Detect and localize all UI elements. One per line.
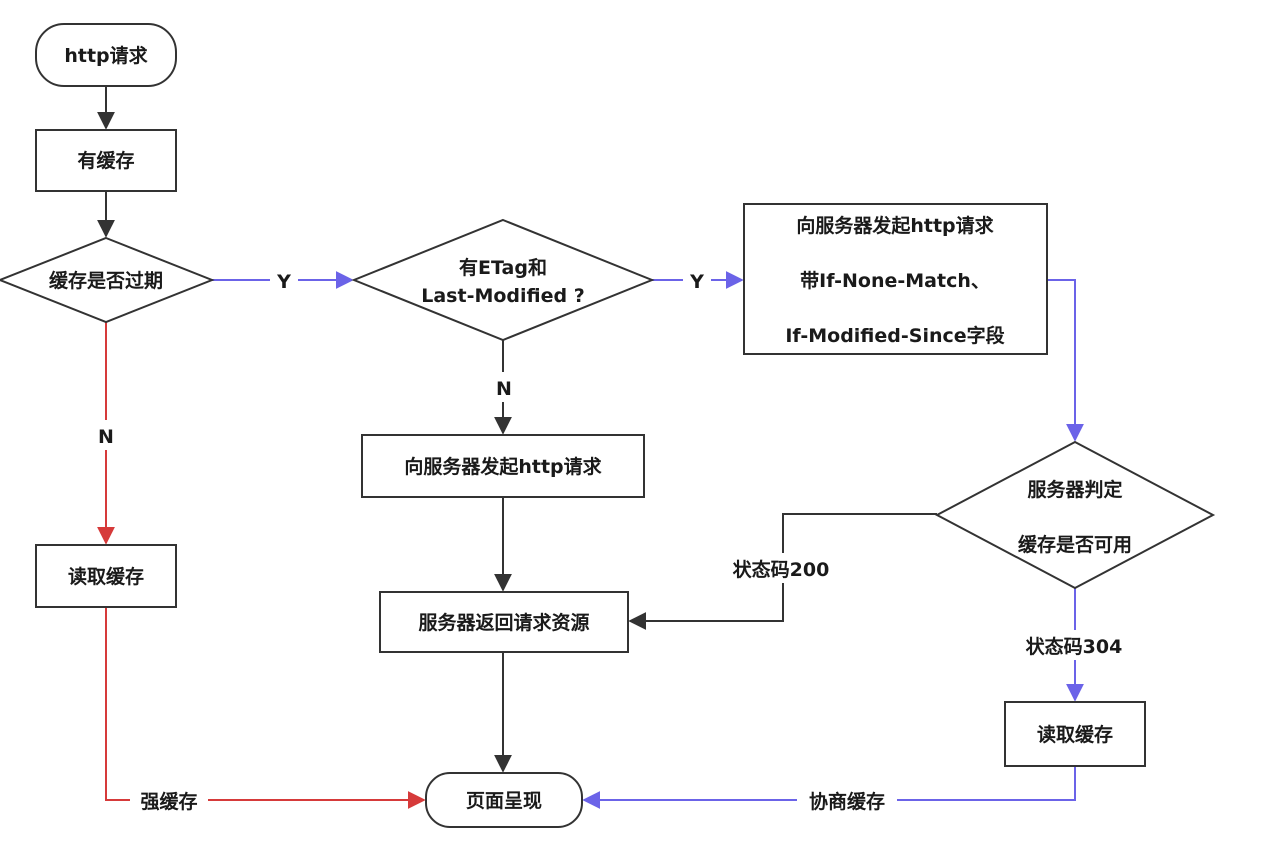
nodes: http请求 有缓存 缓存是否过期 有ETag和 Last-Modified ?…	[0, 23, 1216, 828]
node-send-plain: 向服务器发起http请求	[361, 434, 645, 498]
node-server-return: 服务器返回请求资源	[379, 591, 629, 653]
node-expired-decision: 缓存是否过期	[0, 236, 215, 324]
label-strong-cache: 强缓存	[140, 790, 197, 813]
node-send-conditional-line2: 带If-None-Match、	[800, 270, 990, 292]
node-server-return-label: 服务器返回请求资源	[418, 611, 589, 634]
label-expired-yes: Y	[276, 271, 291, 293]
node-read-cache-right: 读取缓存	[1004, 701, 1146, 767]
node-etag-decision: 有ETag和 Last-Modified ?	[351, 218, 655, 342]
edge-negotiate-cache	[582, 766, 1076, 809]
node-render-label: 页面呈现	[466, 790, 542, 812]
node-server-decide-line2: 缓存是否可用	[1018, 533, 1132, 556]
node-etag-label-1: 有ETag和	[459, 256, 547, 279]
node-read-cache-left: 读取缓存	[35, 544, 177, 608]
node-expired-label: 缓存是否过期	[49, 269, 163, 292]
node-send-conditional-line1: 向服务器发起http请求	[796, 214, 994, 237]
node-render: 页面呈现	[425, 772, 583, 828]
node-etag-label-2: Last-Modified ?	[421, 285, 585, 307]
label-negotiate-cache: 协商缓存	[809, 790, 885, 813]
label-etag-no: N	[496, 378, 512, 400]
node-read-cache-right-label: 读取缓存	[1037, 723, 1113, 746]
label-etag-yes: Y	[689, 271, 704, 293]
label-status-304: 状态码304	[1026, 635, 1123, 658]
node-send-conditional: 向服务器发起http请求 带If-None-Match、 If-Modified…	[743, 203, 1048, 355]
label-status-200: 状态码200	[733, 558, 830, 581]
node-start-label: http请求	[64, 44, 148, 67]
edge-conditional-to-decide	[1047, 279, 1084, 442]
node-has-cache: 有缓存	[35, 129, 177, 192]
node-server-decide-line1: 服务器判定	[1027, 478, 1122, 501]
node-server-decide: 服务器判定 缓存是否可用	[934, 440, 1216, 590]
node-start: http请求	[35, 23, 177, 87]
node-read-cache-left-label: 读取缓存	[68, 565, 144, 588]
edge-labels: Y Y N N 状态码200 状态码304 强缓存 协商缓存	[92, 266, 1134, 814]
node-send-plain-label: 向服务器发起http请求	[404, 455, 602, 478]
node-send-conditional-line3: If-Modified-Since字段	[785, 324, 1005, 347]
edge-strong-cache	[105, 607, 426, 809]
node-has-cache-label: 有缓存	[77, 149, 134, 172]
label-expired-no: N	[98, 426, 114, 448]
